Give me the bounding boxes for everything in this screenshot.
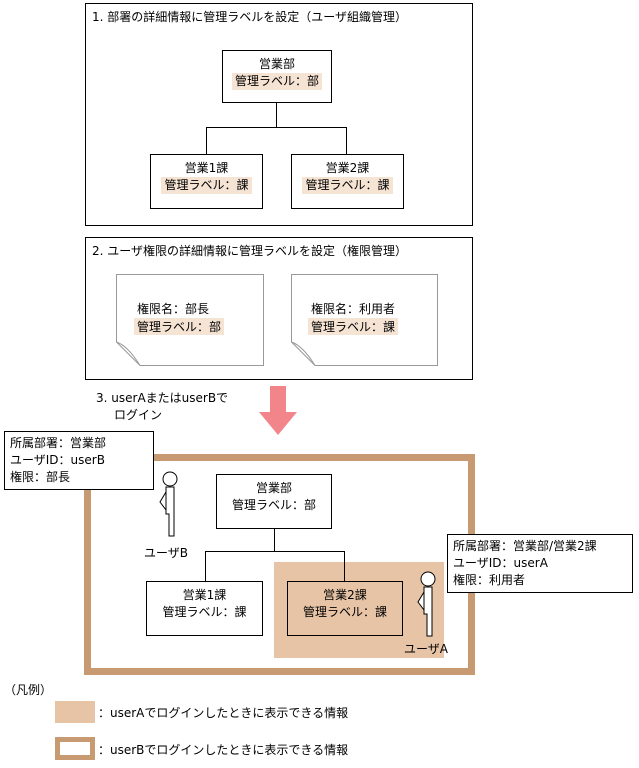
s2-doc1-label-wrap: 管理ラベル：部: [134, 318, 225, 335]
userB-info-box: 所属部署：営業部 ユーザID：userB 権限：部長: [4, 431, 154, 490]
s3-child2-node: 営業2課 管理ラベル：課: [287, 581, 403, 636]
userA-id: ユーザID：userA: [453, 556, 548, 570]
s2-doc2-label: 管理ラベル：課: [308, 318, 399, 335]
userB-id: ユーザID：userB: [10, 453, 105, 467]
userB-person-icon: [159, 471, 178, 537]
s3-child1-name: 営業1課: [182, 588, 227, 602]
step3-line1: 3. userAまたはuserBで: [96, 391, 229, 405]
s1-connector-right: [346, 127, 347, 154]
section1-box: [85, 3, 473, 226]
s3-connector-horizontal: [205, 551, 344, 552]
s3-child1-node: 営業1課 管理ラベル：課: [146, 581, 263, 636]
legend-item-userB: ：userBでログインしたときに表示できる情報: [98, 743, 349, 757]
s3-connector-vertical: [274, 529, 275, 551]
userA-name: ユーザA: [404, 642, 448, 656]
userB-role: 権限：部長: [10, 470, 71, 484]
down-arrow-icon: [259, 386, 297, 435]
legend-title: （凡例）: [4, 683, 53, 697]
s1-top-node-label: 管理ラベル：部: [231, 73, 322, 90]
step3-line2: ログイン: [114, 408, 163, 422]
s1-child2-node: 営業2課 管理ラベル：課: [291, 154, 404, 209]
s3-connector-right: [344, 551, 345, 581]
userB-name: ユーザB: [144, 546, 188, 560]
s3-top-node: 営業部 管理ラベル：部: [216, 474, 332, 529]
s3-child2-label: 管理ラベル：課: [302, 605, 387, 619]
s1-connector-vertical: [276, 103, 277, 127]
userA-dept: 所属部署：営業部/営業2課: [453, 539, 597, 553]
s1-child1-node: 営業1課 管理ラベル：課: [150, 154, 263, 209]
s3-child2-name: 営業2課: [323, 588, 367, 602]
userB-dept: 所属部署：営業部: [10, 436, 107, 450]
s3-connector-left: [205, 551, 206, 581]
userA-info-box: 所属部署：営業部/営業2課 ユーザID：userA 権限：利用者: [447, 534, 633, 593]
legend-swatch-userA: [55, 701, 95, 723]
s1-connector-horizontal: [206, 127, 346, 128]
section2-title: 2. ユーザ権限の詳細情報に管理ラベルを設定（権限管理）: [92, 244, 408, 258]
userA-role: 権限：利用者: [453, 573, 526, 587]
legend-swatch-userB: [55, 737, 95, 760]
s1-child2-label: 管理ラベル：課: [302, 177, 393, 194]
legend-item-userA: ：userAでログインしたときに表示できる情報: [98, 706, 349, 720]
s3-child1-label: 管理ラベル：課: [162, 605, 247, 619]
s1-top-node: 営業部 管理ラベル：部: [222, 50, 332, 103]
s1-child1-label: 管理ラベル：課: [161, 177, 252, 194]
section1-title: 1. 部署の詳細情報に管理ラベルを設定（ユーザ組織管理）: [92, 10, 408, 24]
s2-doc2-label-wrap: 管理ラベル：課: [308, 318, 399, 335]
s1-top-node-name: 営業部: [258, 57, 295, 71]
s1-child2-name: 営業2課: [325, 161, 370, 175]
userA-person-icon: [417, 571, 436, 637]
s2-doc2-name: 権限名：利用者: [311, 302, 396, 316]
s2-doc1-label: 管理ラベル：部: [134, 318, 225, 335]
s1-connector-left: [206, 127, 207, 154]
s3-top-node-name: 営業部: [255, 481, 292, 495]
s2-doc1-name: 権限名：部長: [137, 302, 210, 316]
s1-child1-name: 営業1課: [184, 161, 229, 175]
s3-top-node-label: 管理ラベル：部: [231, 498, 316, 512]
